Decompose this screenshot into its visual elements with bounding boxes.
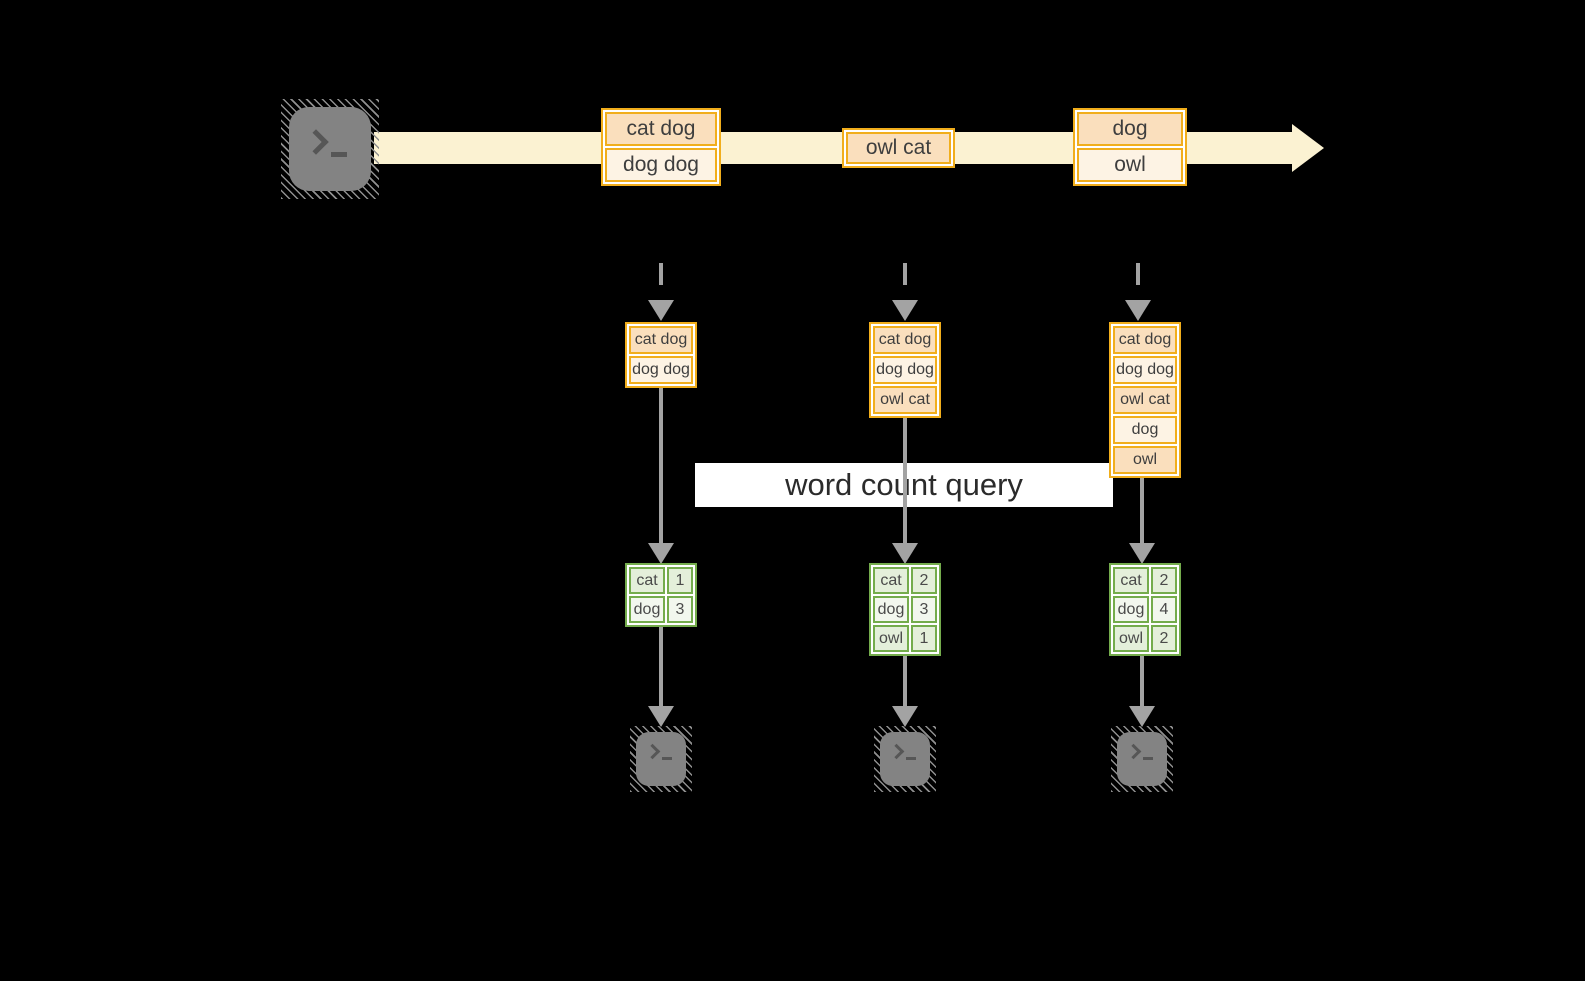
- down-arrow: [903, 416, 907, 544]
- record-cell: owl: [1077, 148, 1183, 182]
- buffer-cell: cat dog: [1113, 326, 1177, 354]
- count-value-cell: 3: [667, 596, 693, 623]
- prompt-chevron-icon: [888, 743, 905, 760]
- down-arrow: [1140, 476, 1144, 544]
- count-value-cell: 2: [911, 567, 937, 594]
- terminal-icon-sink: [1111, 726, 1173, 792]
- buffer-cell: owl cat: [1113, 386, 1177, 414]
- arrowhead-icon: [1125, 300, 1151, 321]
- buffer-cell: owl: [1113, 446, 1177, 474]
- arrowhead-icon: [1129, 706, 1155, 727]
- count-word-cell: owl: [873, 625, 909, 652]
- buffer-cell: dog dog: [873, 356, 937, 384]
- buffer-cell: dog dog: [629, 356, 693, 384]
- down-arrow-dashed: [659, 263, 663, 293]
- count-value-cell: 2: [1151, 625, 1177, 652]
- arrowhead-icon: [648, 706, 674, 727]
- prompt-cursor-icon: [1143, 757, 1153, 760]
- buffer-cell: dog: [1113, 416, 1177, 444]
- down-arrow-dashed: [1136, 263, 1140, 293]
- count-word-cell: dog: [873, 596, 909, 623]
- buffer-stack: cat dog dog dog owl cat: [869, 322, 941, 418]
- down-arrow: [659, 625, 663, 707]
- down-arrow: [659, 386, 663, 544]
- arrowhead-icon: [892, 543, 918, 564]
- count-value-cell: 1: [667, 567, 693, 594]
- prompt-chevron-icon: [303, 129, 329, 155]
- terminal-screen: [1117, 732, 1167, 786]
- down-arrow-dashed: [903, 263, 907, 293]
- record-cell: dog: [1077, 112, 1183, 146]
- record-cell: owl cat: [846, 132, 951, 164]
- arrowhead-icon: [892, 300, 918, 321]
- word-count-table: cat 2 dog 4 owl 2: [1109, 563, 1181, 656]
- count-value-cell: 3: [911, 596, 937, 623]
- prompt-chevron-icon: [644, 743, 661, 760]
- prompt-cursor-icon: [331, 152, 347, 157]
- count-value-cell: 2: [1151, 567, 1177, 594]
- terminal-screen: [289, 107, 371, 191]
- terminal-screen: [636, 732, 686, 786]
- terminal-screen: [880, 732, 930, 786]
- count-word-cell: dog: [629, 596, 665, 623]
- record-box: owl cat: [842, 128, 955, 168]
- prompt-cursor-icon: [662, 757, 672, 760]
- word-count-table: cat 1 dog 3: [625, 563, 697, 627]
- count-word-cell: cat: [873, 567, 909, 594]
- word-count-table: cat 2 dog 3 owl 1: [869, 563, 941, 656]
- terminal-icon-source: [281, 99, 379, 199]
- record-cell: dog dog: [605, 148, 717, 182]
- arrowhead-icon: [648, 543, 674, 564]
- count-word-cell: cat: [629, 567, 665, 594]
- down-arrow: [1140, 654, 1144, 707]
- buffer-cell: dog dog: [1113, 356, 1177, 384]
- arrowhead-icon: [892, 706, 918, 727]
- buffer-stack: cat dog dog dog: [625, 322, 697, 388]
- arrowhead-icon: [1129, 543, 1155, 564]
- terminal-icon-sink: [874, 726, 936, 792]
- buffer-cell: owl cat: [873, 386, 937, 414]
- count-word-cell: owl: [1113, 625, 1149, 652]
- count-word-cell: cat: [1113, 567, 1149, 594]
- count-word-cell: dog: [1113, 596, 1149, 623]
- arrowhead-icon: [648, 300, 674, 321]
- count-value-cell: 4: [1151, 596, 1177, 623]
- terminal-icon-sink: [630, 726, 692, 792]
- prompt-cursor-icon: [906, 757, 916, 760]
- record-cell: cat dog: [605, 112, 717, 146]
- prompt-chevron-icon: [1125, 743, 1142, 760]
- record-box: cat dog dog dog: [601, 108, 721, 186]
- buffer-cell: cat dog: [873, 326, 937, 354]
- record-box: dog owl: [1073, 108, 1187, 186]
- down-arrow: [903, 654, 907, 707]
- buffer-cell: cat dog: [629, 326, 693, 354]
- stream-arrowhead-icon: [1292, 124, 1324, 172]
- count-value-cell: 1: [911, 625, 937, 652]
- buffer-stack: cat dog dog dog owl cat dog owl: [1109, 322, 1181, 478]
